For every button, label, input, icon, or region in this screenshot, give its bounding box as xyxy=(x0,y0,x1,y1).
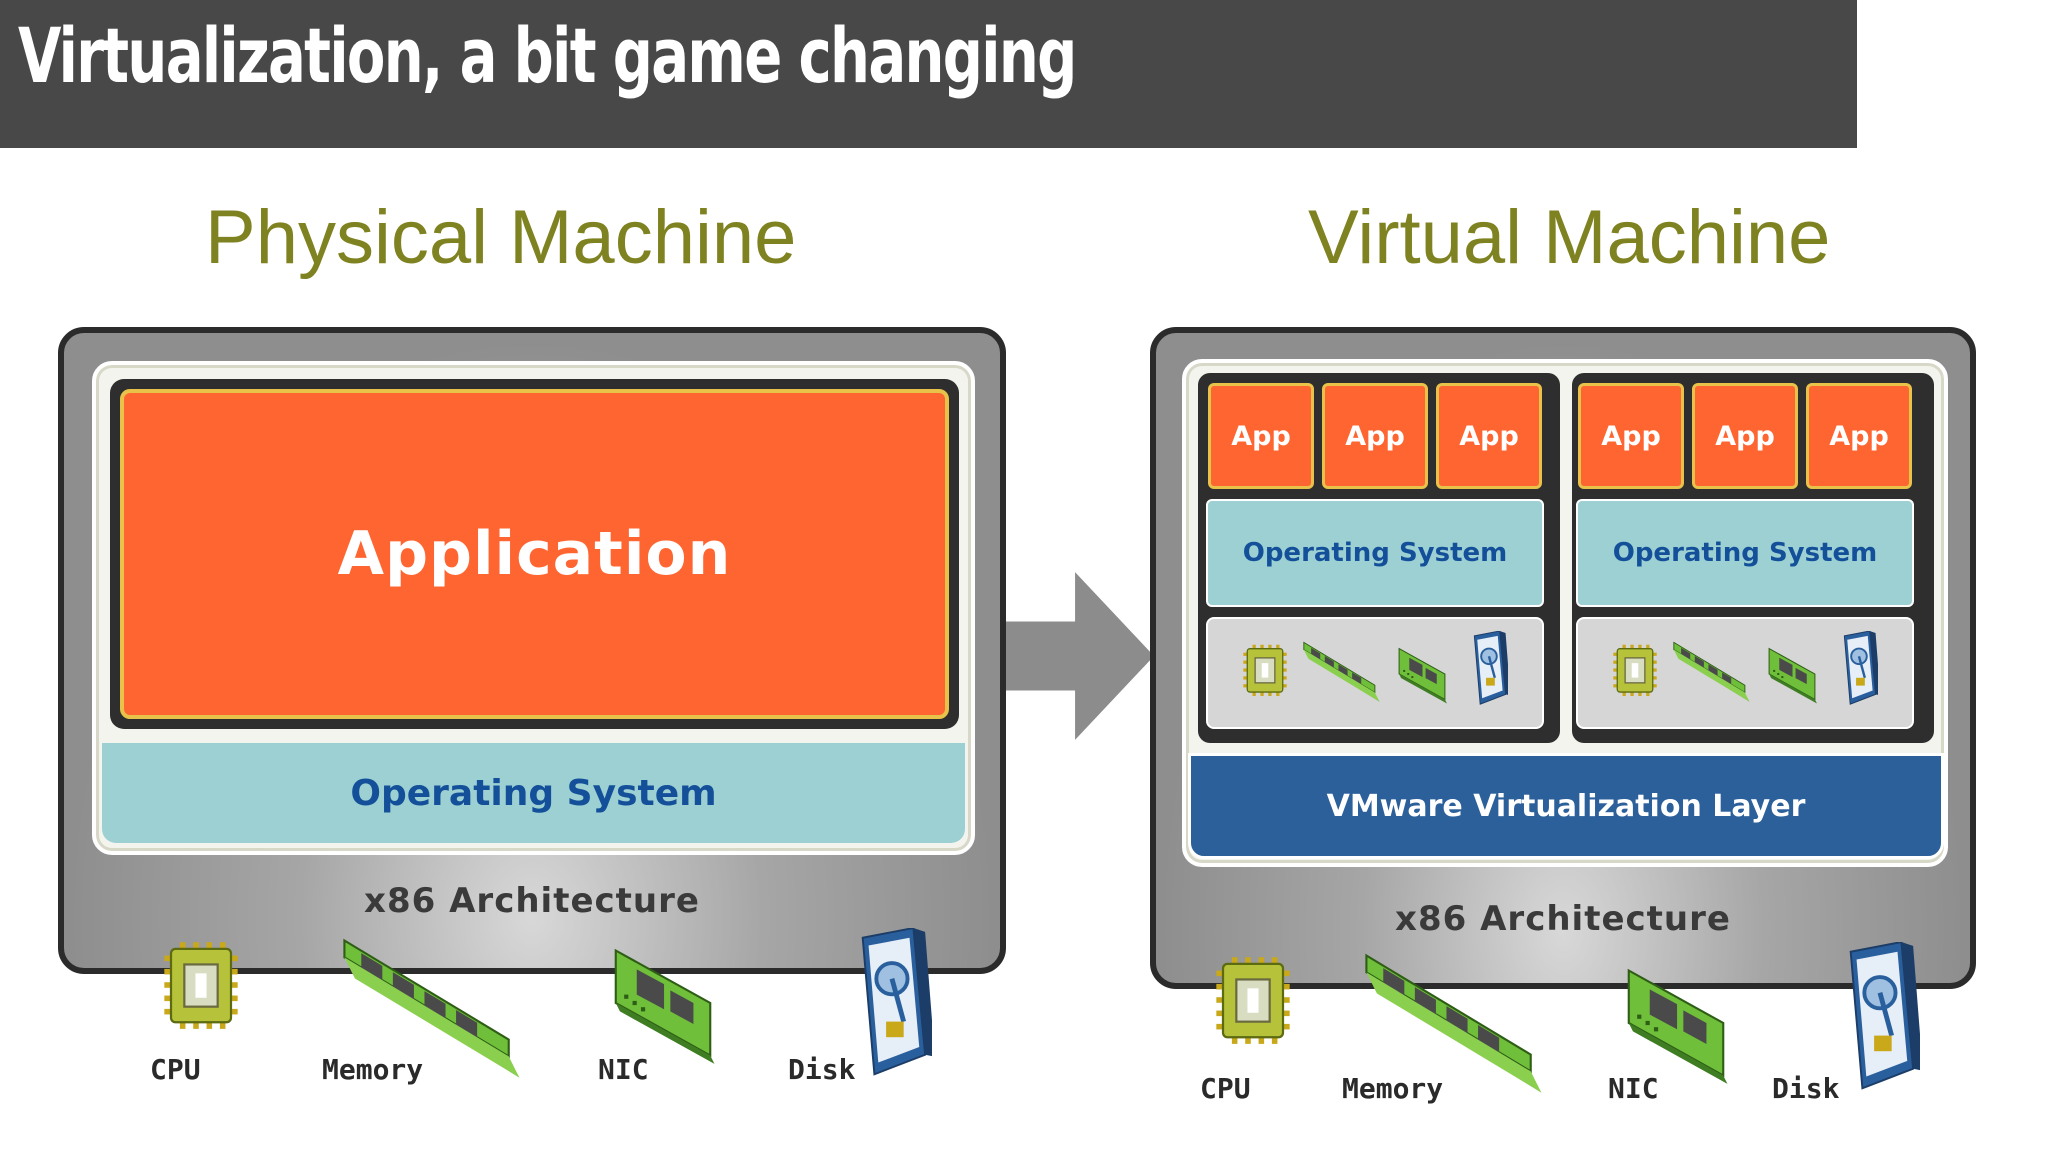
application-block: Application xyxy=(120,389,949,719)
application-container: Application xyxy=(110,379,959,729)
physical-os-block: Operating System xyxy=(102,743,965,843)
nic-card-icon xyxy=(605,940,721,1066)
virtual-machine-frame: App App App Operating System App App App… xyxy=(1150,327,1976,989)
application-label: Application xyxy=(337,519,732,589)
physical-os-label: Operating System xyxy=(350,772,717,814)
vm1-app-3: App xyxy=(1436,383,1542,489)
vm1-app-1-label: App xyxy=(1231,420,1291,452)
virtual-machine-1: App App App Operating System xyxy=(1198,373,1560,743)
virtual-architecture-label: x86 Architecture xyxy=(1395,899,1731,939)
cpu-chip-icon xyxy=(1214,955,1292,1055)
vm2-virtual-hardware xyxy=(1576,617,1914,729)
physical-architecture-label: x86 Architecture xyxy=(364,881,700,921)
vm2-os-block: Operating System xyxy=(1576,499,1914,607)
cpu-chip-icon xyxy=(162,940,240,1040)
vm1-app-2: App xyxy=(1322,383,1428,489)
memory-module-icon xyxy=(1672,637,1754,707)
virtual-disk-label: Disk xyxy=(1772,1072,1840,1105)
vm1-os-block: Operating System xyxy=(1206,499,1544,607)
virtual-machine-heading: Virtual Machine xyxy=(1308,195,1831,280)
virtual-memory-label: Memory xyxy=(1342,1072,1444,1105)
right-arrow-icon xyxy=(1006,572,1154,740)
physical-disk-label: Disk xyxy=(788,1053,856,1086)
vm1-app-1: App xyxy=(1208,383,1314,489)
physical-inner-panel: Application Operating System xyxy=(92,361,975,855)
cpu-chip-icon xyxy=(1242,643,1288,703)
nic-card-icon xyxy=(1764,643,1820,705)
virtual-machine-2: App App App Operating System xyxy=(1572,373,1934,743)
vm2-app-3-label: App xyxy=(1829,420,1889,452)
physical-machine-frame: Application Operating System x86 Archite… xyxy=(58,327,1006,974)
vm1-app-3-label: App xyxy=(1459,420,1519,452)
vmware-virtualization-layer: VMware Virtualization Layer xyxy=(1188,753,1944,859)
virtual-inner-panel: App App App Operating System App App App… xyxy=(1182,359,1948,867)
vm2-app-3: App xyxy=(1806,383,1912,489)
virtual-nic-label: NIC xyxy=(1608,1072,1659,1105)
nic-card-icon xyxy=(1394,643,1450,705)
disk-drive-icon xyxy=(1838,631,1878,709)
physical-memory-label: Memory xyxy=(322,1053,424,1086)
vm2-app-1: App xyxy=(1578,383,1684,489)
vm2-app-1-label: App xyxy=(1601,420,1661,452)
vm1-app-2-label: App xyxy=(1345,420,1405,452)
vm2-app-2-label: App xyxy=(1715,420,1775,452)
disk-drive-icon xyxy=(1468,631,1508,709)
slide-title: Virtualization, a bit game changing xyxy=(18,11,1077,100)
cpu-chip-icon xyxy=(1612,643,1658,703)
memory-module-icon xyxy=(1302,637,1384,707)
vm1-virtual-hardware xyxy=(1206,617,1544,729)
vmware-layer-label: VMware Virtualization Layer xyxy=(1326,788,1806,824)
virtual-cpu-label: CPU xyxy=(1200,1072,1251,1105)
disk-drive-icon xyxy=(848,928,932,1084)
vm1-os-label: Operating System xyxy=(1242,538,1508,568)
physical-nic-label: NIC xyxy=(598,1053,649,1086)
disk-drive-icon xyxy=(1836,942,1920,1098)
nic-card-icon xyxy=(1618,960,1734,1086)
vm2-os-label: Operating System xyxy=(1612,538,1878,568)
physical-machine-heading: Physical Machine xyxy=(205,195,797,280)
physical-cpu-label: CPU xyxy=(150,1053,201,1086)
title-bar: Virtualization, a bit game changing xyxy=(0,0,1857,148)
vm2-app-2: App xyxy=(1692,383,1798,489)
